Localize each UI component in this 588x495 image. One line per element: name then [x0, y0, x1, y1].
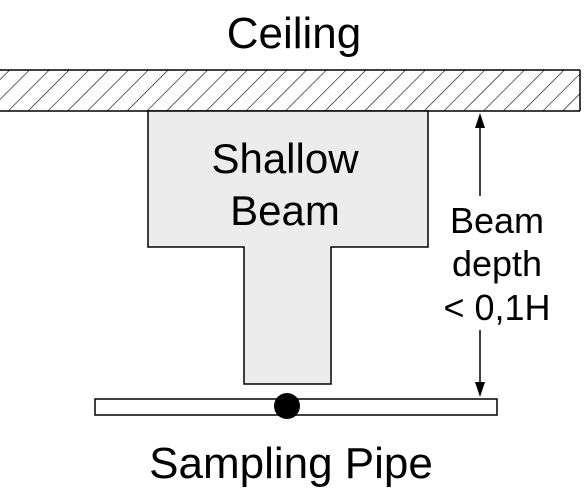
beam-label-line1: Shallow: [211, 135, 359, 182]
beam-label-line2: Beam: [230, 187, 340, 234]
depth-label-line1: Beam: [450, 200, 544, 241]
ceiling-slab: [0, 69, 581, 112]
sampling-pipe-label: Sampling Pipe: [149, 439, 433, 488]
depth-label-line3: < 0,1H: [443, 287, 550, 328]
shallow-beam: [147, 110, 429, 385]
beam-depth-arrow: [475, 113, 485, 397]
sampling-point: [274, 393, 300, 419]
depth-label-line2: depth: [452, 243, 542, 284]
ceiling-label: Ceiling: [227, 9, 362, 58]
